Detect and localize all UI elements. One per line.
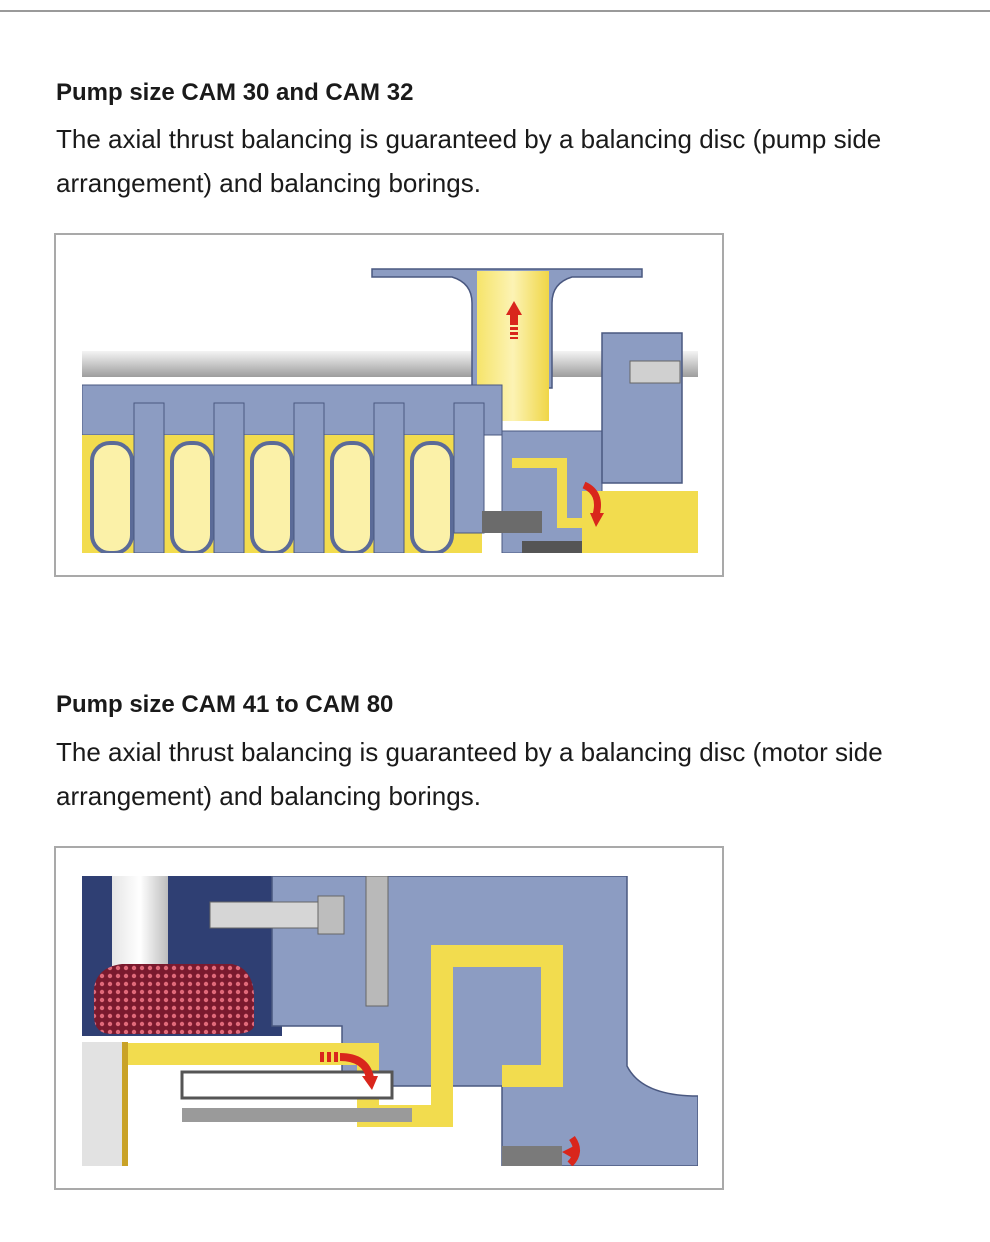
section-2-heading: Pump size CAM 41 to CAM 80 — [56, 691, 394, 718]
figure-pump-side-balancing — [54, 233, 724, 577]
section-1-text-line-1: The axial thrust balancing is guaranteed… — [56, 124, 882, 154]
figure-motor-side-balancing — [54, 846, 724, 1190]
pump-cross-section-icon — [82, 263, 698, 553]
section-1-heading: Pump size CAM 30 and CAM 32 — [56, 79, 414, 106]
motor-cross-section-icon — [82, 876, 698, 1166]
motor-winding — [93, 964, 254, 1034]
top-divider — [0, 10, 990, 12]
section-1-text-line-2: arrangement) and balancing borings. — [56, 168, 481, 198]
section-2-text-line-2: arrangement) and balancing borings. — [56, 781, 481, 811]
section-2-text-line-1: The axial thrust balancing is guaranteed… — [56, 737, 883, 767]
flow-arrow-curved-icon-2 — [562, 1135, 580, 1166]
shaft — [82, 351, 698, 377]
bolt — [209, 901, 331, 929]
flow-arrow-curved-icon-1 — [320, 1052, 378, 1090]
flow-arrow-up-icon — [506, 301, 522, 339]
outlet-yellow — [582, 491, 698, 553]
flow-arrow-curved-icon — [582, 481, 601, 516]
impeller-stages — [82, 402, 485, 553]
